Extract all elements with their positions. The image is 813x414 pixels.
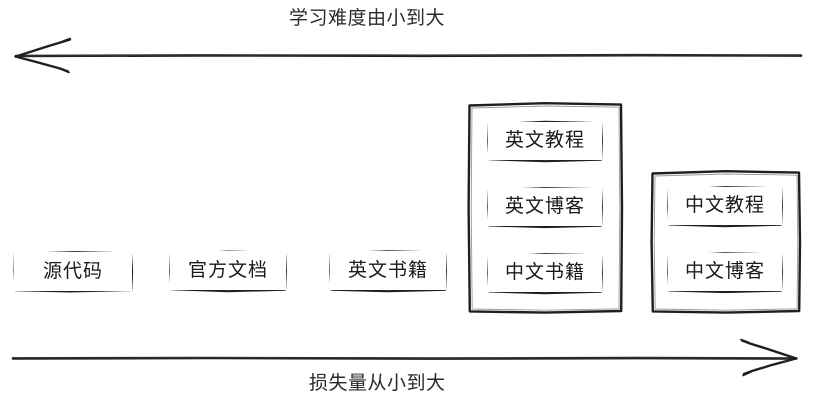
node-chinese-books[interactable]: 中文书籍 bbox=[488, 254, 602, 292]
node-label-source-code: 源代码 bbox=[42, 260, 103, 282]
node-english-blog[interactable]: 英文博客 bbox=[488, 188, 602, 226]
node-chinese-tutorial[interactable]: 中文教程 bbox=[668, 187, 782, 225]
top-axis-arrow bbox=[14, 37, 803, 74]
bottom-axis-arrow bbox=[11, 338, 798, 377]
node-label-english-tutorial: 英文教程 bbox=[504, 130, 585, 151]
node-label-english-blog: 英文博客 bbox=[504, 196, 585, 217]
bottom-axis-label: 损失量从小到大 bbox=[309, 373, 446, 394]
node-label-chinese-blog: 中文博客 bbox=[684, 261, 765, 282]
node-english-books[interactable]: 英文书籍 bbox=[330, 251, 446, 290]
node-source-code[interactable]: 源代码 bbox=[14, 252, 132, 291]
top-axis-label: 学习难度由小到大 bbox=[289, 8, 446, 29]
node-chinese-blog[interactable]: 中文博客 bbox=[668, 253, 782, 291]
node-english-tutorial[interactable]: 英文教程 bbox=[488, 122, 602, 160]
node-label-english-books: 英文书籍 bbox=[347, 259, 428, 281]
node-label-chinese-books: 中文书籍 bbox=[504, 262, 585, 283]
node-label-official-docs: 官方文档 bbox=[187, 259, 268, 281]
node-label-chinese-tutorial: 中文教程 bbox=[684, 195, 765, 216]
node-official-docs[interactable]: 官方文档 bbox=[170, 251, 286, 290]
